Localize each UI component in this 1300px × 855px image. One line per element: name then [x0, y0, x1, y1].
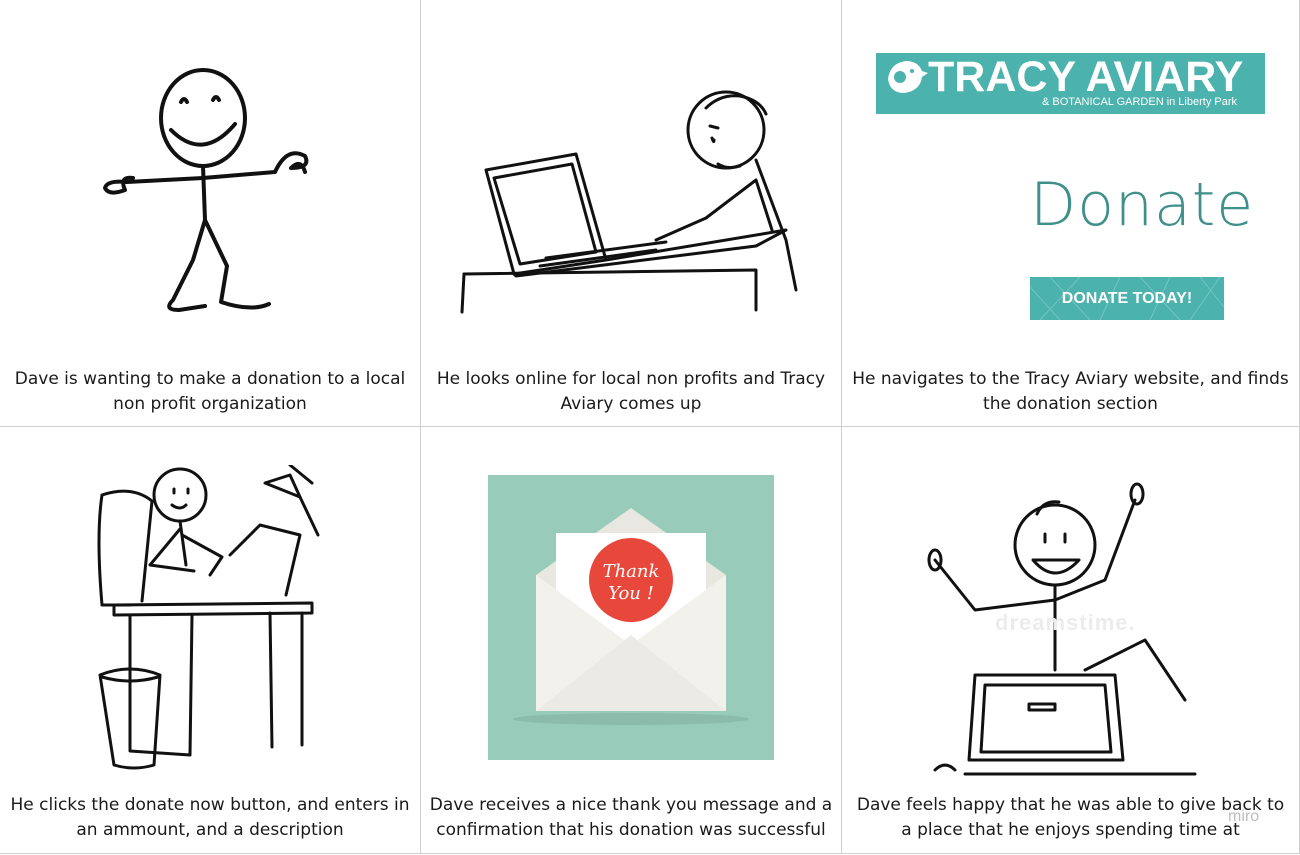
man-at-desk-illustration [97, 465, 320, 770]
donate-heading: Donate [1030, 170, 1255, 240]
happy-man-illustration [927, 482, 1197, 776]
panel-3[interactable]: He navigates to the Tracy Aviary website… [842, 0, 1299, 426]
panel-caption: Dave feels happy that he was able to giv… [856, 795, 1285, 840]
tracy-aviary-logo[interactable]: TRACY AVIARY & BOTANICAL GARDEN in Liber… [876, 53, 1265, 114]
panel-1[interactable]: Dave is wanting to make a donation to a … [0, 0, 420, 426]
seal-text-line2: You ! [608, 583, 654, 604]
panel-caption: He navigates to the Tracy Aviary website… [852, 369, 1289, 414]
pattern-decoration [1030, 277, 1224, 320]
donate-today-label: DONATE TODAY! [1061, 290, 1193, 307]
panel-caption: Dave is wanting to make a donation to a … [14, 369, 406, 414]
thank-you-envelope-illustration: Thank You ! [488, 475, 774, 760]
panel-6[interactable]: Dave feels happy that he was able to giv… [842, 427, 1299, 853]
panel-2[interactable]: He looks online for local non profits an… [421, 0, 841, 426]
miro-brand-mark: miro [1228, 808, 1260, 825]
watermark: dreamstime. [995, 610, 1136, 635]
bird-logo-icon [888, 61, 928, 93]
man-at-laptop-illustration [460, 90, 798, 314]
grid-divider [0, 426, 1300, 427]
logo-subtitle: & BOTANICAL GARDEN in Liberty Park [1042, 96, 1237, 108]
stick-figure-illustration [103, 68, 309, 312]
panel-caption: He clicks the donate now button, and ent… [10, 795, 410, 840]
panel-caption: He looks online for local non profits an… [436, 369, 826, 414]
panel-4[interactable]: He clicks the donate now button, and ent… [0, 427, 420, 853]
seal-text-line1: Thank [603, 561, 660, 582]
panel-caption: Dave receives a nice thank you message a… [429, 795, 833, 840]
donate-today-button[interactable]: DONATE TODAY! [1030, 277, 1224, 320]
logo-title: TRACY AVIARY [928, 53, 1244, 101]
grid-divider [0, 853, 1300, 854]
panel-5[interactable]: Dave receives a nice thank you message a… [421, 427, 841, 853]
